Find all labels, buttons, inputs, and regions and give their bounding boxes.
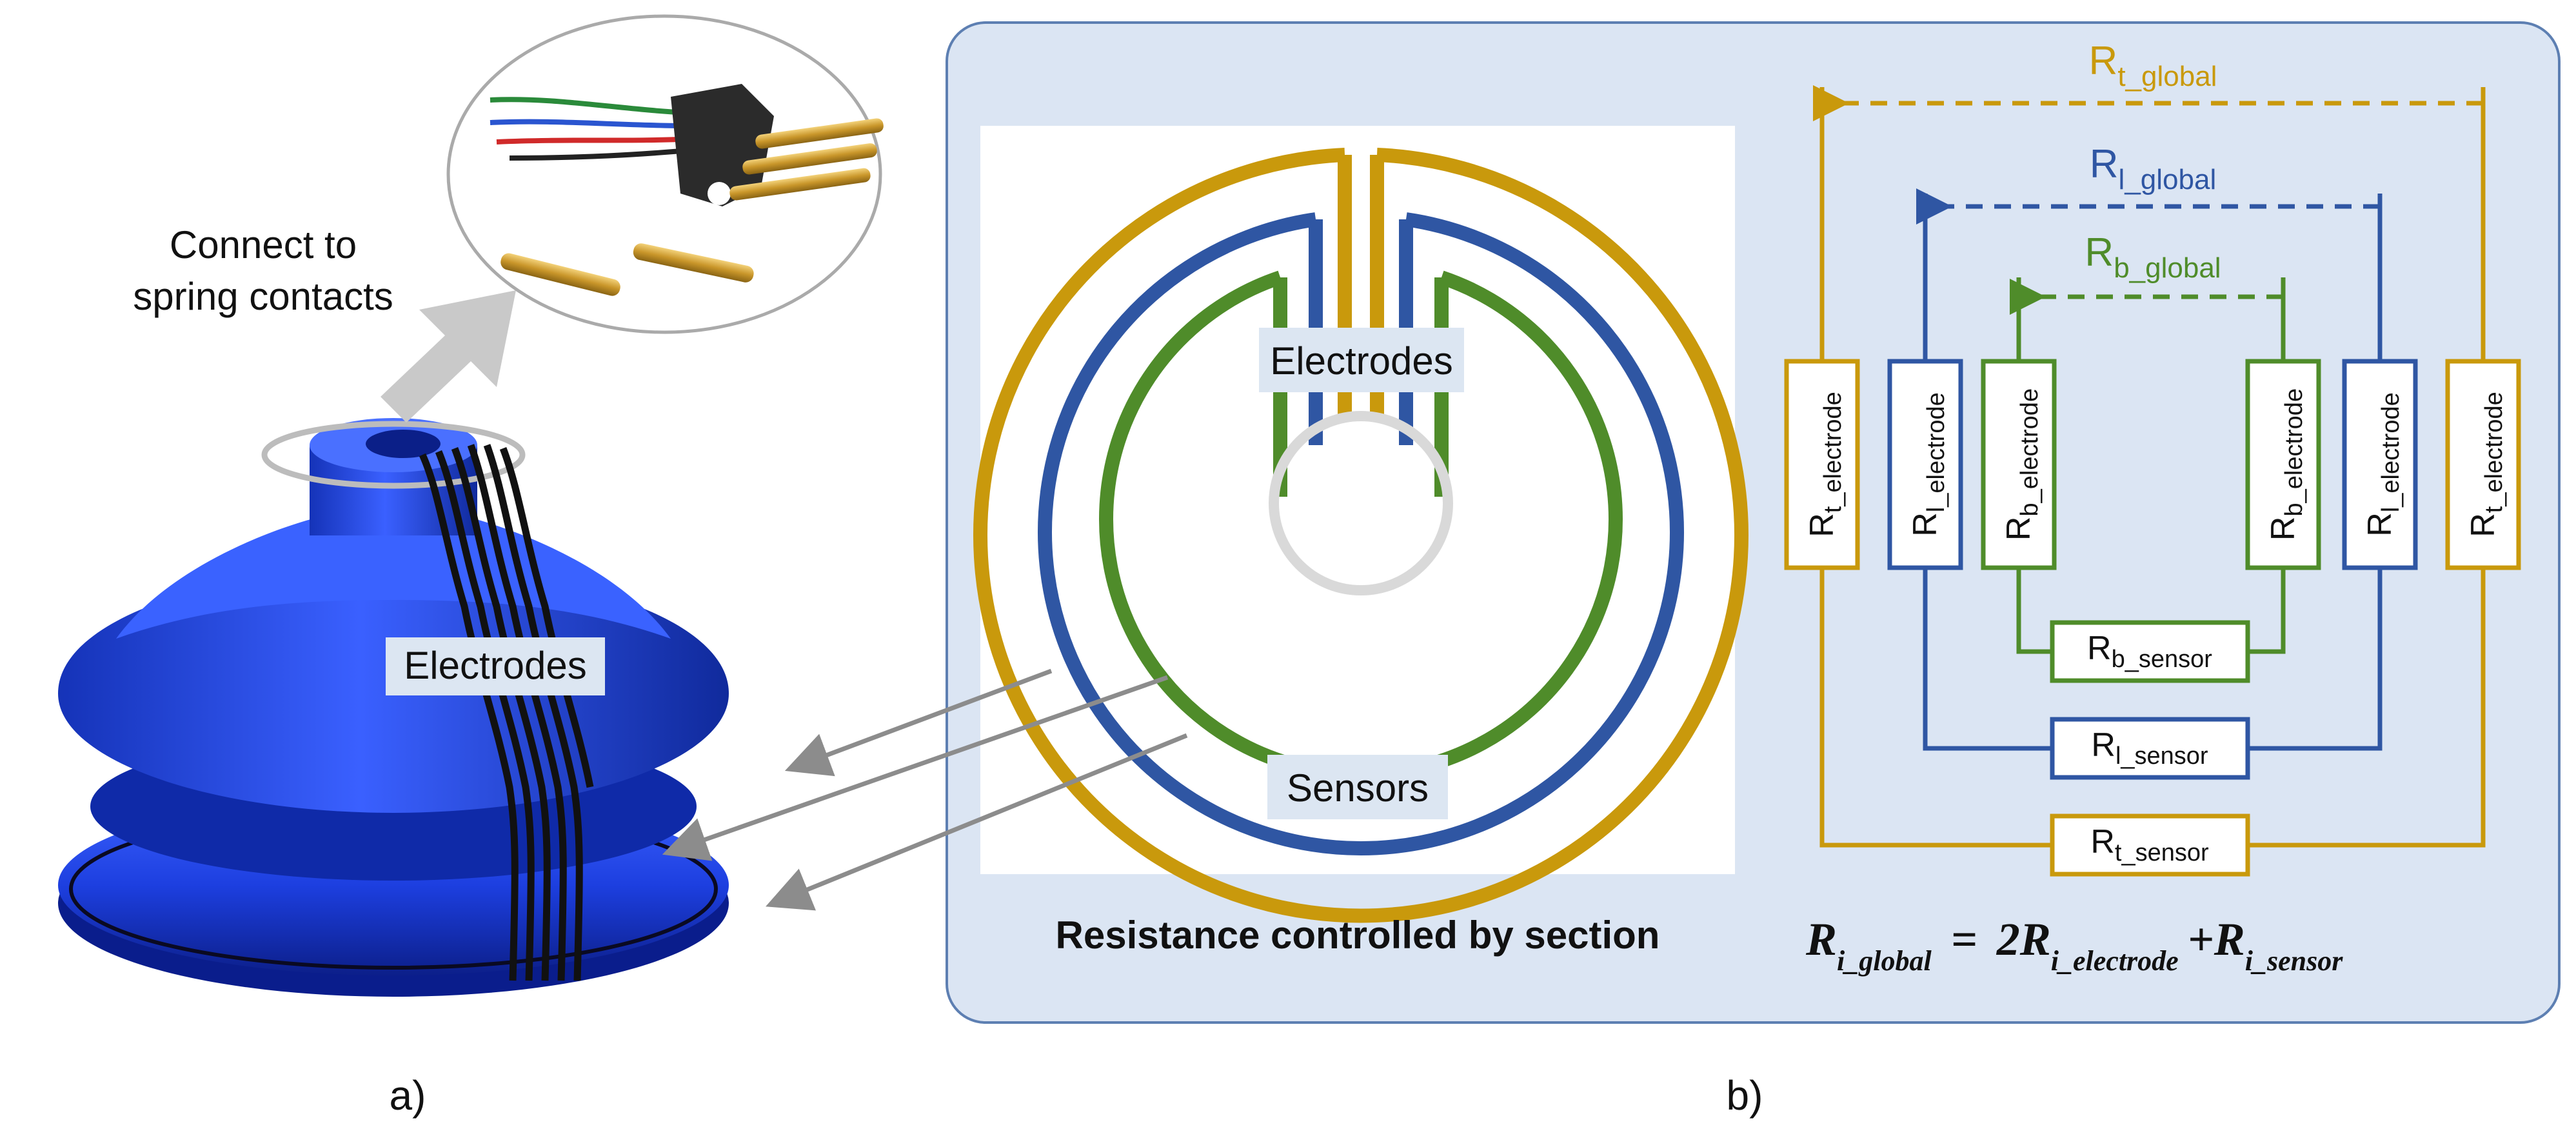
electrode-traces: [419, 444, 594, 981]
svg-text:Rb_sensor: Rb_sensor: [2087, 630, 2212, 673]
panel-b-label: b): [1727, 1072, 1763, 1119]
circuit: [1813, 85, 2486, 848]
spring-contacts-inset: [446, 14, 884, 334]
sensor-resistors: Rb_sensor Rl_sensor Rt_sensor: [2050, 620, 2250, 877]
svg-text:Rl_sensor: Rl_sensor: [2091, 726, 2208, 770]
leader-arrows: [662, 668, 1188, 911]
resistor-l-electrode-right: Rl_electrode: [2342, 359, 2418, 570]
t-global-label: Rt_global: [2089, 39, 2217, 92]
resistance-formula: Ri_global=2Ri_electrode+Ri_sensor: [1805, 913, 2343, 977]
svg-text:Rt_sensor: Rt_sensor: [2090, 823, 2209, 866]
inset-circle: [446, 14, 882, 334]
svg-text:Rb_electrode: Rb_electrode: [2264, 388, 2308, 541]
resistor-t-sensor: Rt_sensor: [2050, 814, 2250, 877]
b-global-label: Rb_global: [2085, 230, 2221, 284]
electrodes-label: Electrodes: [404, 644, 586, 687]
center-hole: [1269, 411, 1453, 595]
connector-block: [671, 84, 774, 206]
resistor-b-electrode-right: Rb_electrode: [2245, 359, 2321, 570]
svg-text:Rl_electrode: Rl_electrode: [2361, 392, 2404, 536]
resistor-b-sensor: Rb_sensor: [2050, 620, 2250, 683]
ring-diagram: [973, 148, 1749, 923]
neck-hole: [366, 430, 441, 458]
svg-text:Rt_electrode: Rt_electrode: [1803, 392, 1847, 537]
callout-text-line2: spring contacts: [133, 275, 393, 318]
ring-electrodes-label: Electrodes: [1270, 339, 1452, 383]
panel-a: Electrodes Connect to spring contacts: [58, 14, 884, 1119]
callout-text-line1: Connect to: [170, 223, 357, 266]
callout-arrow: [381, 290, 516, 423]
sensors-label: Sensors: [1287, 766, 1429, 810]
panel-b: Electrodes Sensors Resistance controlled…: [662, 21, 2561, 1119]
panel-a-label: a): [390, 1072, 426, 1119]
ring-outer: [973, 148, 1749, 923]
sensors-label-box: [1267, 755, 1448, 819]
l-global-label: Rl_global: [2090, 142, 2216, 195]
resistor-t-electrode-right: Rt_electrode: [2445, 359, 2521, 570]
connector-highlight-ring: [261, 421, 526, 489]
resistor-l-electrode-left: Rl_electrode: [1887, 359, 1963, 570]
ring-caption: Resistance controlled by section: [1056, 913, 1660, 957]
svg-text:Rb_electrode: Rb_electrode: [2000, 388, 2043, 541]
resistor-b-electrode-left: Rb_electrode: [1981, 359, 2057, 570]
ring-middle: [1038, 212, 1684, 855]
electrode-resistors: Rt_electrode Rl_electrode Rb_electrode R…: [1784, 359, 2521, 570]
electrodes-label-box: [386, 637, 605, 695]
ring-electrodes-label-box: [1259, 328, 1464, 392]
svg-text:Rt_electrode: Rt_electrode: [2464, 392, 2508, 537]
resistor-t-electrode-left: Rt_electrode: [1784, 359, 1860, 570]
svg-text:Rl_electrode: Rl_electrode: [1907, 392, 1950, 536]
resistor-l-sensor: Rl_sensor: [2050, 717, 2250, 780]
